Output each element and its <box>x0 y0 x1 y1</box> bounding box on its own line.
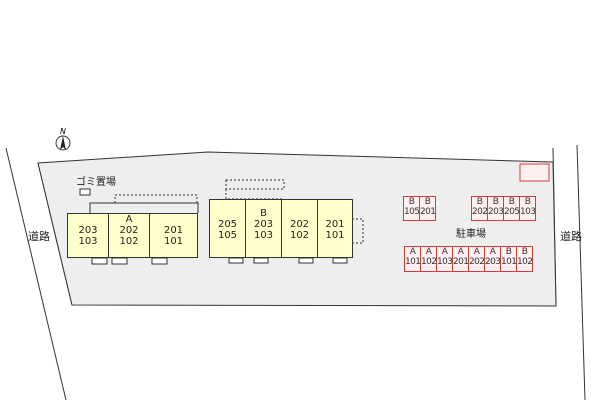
unit-number-top: 203 <box>78 225 98 236</box>
stall-unit: 201 <box>453 257 469 267</box>
building-b-step <box>253 257 269 264</box>
unit-number-top: 203 <box>253 219 274 230</box>
building-b-unit-203-103: B 203 103 <box>245 199 282 258</box>
stall-unit: 101 <box>405 257 421 267</box>
stall-unit: 202 <box>469 257 485 267</box>
parking-stall: A 102 <box>420 246 437 272</box>
unit-number-bottom: 102 <box>119 236 139 247</box>
stall-building: A <box>409 247 416 257</box>
road-label-right: 道路 <box>560 230 582 243</box>
building-a-balcony-dashed <box>114 194 198 204</box>
unit-number-top: 201 <box>325 219 345 230</box>
parking-stall-extra <box>519 163 550 182</box>
stall-building: B <box>505 247 512 257</box>
stall-unit: 105 <box>404 207 420 217</box>
stall-unit: 203 <box>485 257 501 267</box>
north-letter: N <box>60 128 66 136</box>
parking-stall: B 201 <box>419 196 436 221</box>
parking-stall: B 102 <box>516 246 533 272</box>
stall-unit: 103 <box>520 207 536 217</box>
unit-number-top: 201 <box>163 225 184 236</box>
stall-unit: 203 <box>488 207 504 217</box>
stall-unit: 101 <box>501 257 517 267</box>
unit-number-bottom: 105 <box>217 230 238 241</box>
building-b-unit-205-105: 205 105 <box>209 199 246 258</box>
building-b-unit-201-101: 201 101 <box>317 199 353 258</box>
building-a-step <box>91 257 108 265</box>
building-a-step <box>111 257 128 265</box>
stall-unit: 202 <box>472 207 488 217</box>
stall-building: A <box>457 247 464 257</box>
parking-stall: B 105 <box>403 196 420 221</box>
parking-stall: B 205 <box>503 196 520 221</box>
unit-number-top: 205 <box>217 219 238 230</box>
north-arrow-icon: N <box>55 128 71 151</box>
stall-building: B <box>424 197 431 207</box>
building-b-step <box>332 257 348 264</box>
parking-stall: A 202 <box>468 246 485 272</box>
parking-stall: A 201 <box>452 246 469 272</box>
left-road-edge-outer <box>5 147 67 400</box>
stall-unit: 103 <box>437 257 453 267</box>
stall-building: A <box>489 247 496 257</box>
parking-stall: A 101 <box>404 246 421 272</box>
stall-unit: 102 <box>421 257 437 267</box>
parking-stall: B 202 <box>471 196 488 221</box>
building-a-unit-203-103: 203 103 <box>67 213 109 258</box>
building-b-balcony-dashed <box>225 179 285 190</box>
parking-stall: B 103 <box>519 196 536 221</box>
building-a-step <box>151 257 168 265</box>
road-label-left: 道路 <box>28 230 50 243</box>
unit-number-top: 202 <box>289 219 310 230</box>
stall-building: B <box>521 247 528 257</box>
stall-building: B <box>492 197 499 207</box>
unit-number-bottom: 103 <box>78 236 98 247</box>
stall-building: A <box>441 247 448 257</box>
building-a-rear-outline <box>89 202 199 213</box>
garbage-bin-icon <box>79 188 91 196</box>
building-a-unit-201-101: 201 101 <box>149 213 198 258</box>
right-road-edge-outer <box>576 144 586 400</box>
stall-unit: 201 <box>420 207 436 217</box>
stall-building: B <box>508 197 515 207</box>
parking-stall: A 203 <box>484 246 501 272</box>
garbage-area-label: ゴミ置場 <box>76 177 116 188</box>
building-b-step <box>298 257 314 264</box>
parking-stall: A 103 <box>436 246 453 272</box>
building-b-unit-202-102: 202 102 <box>281 199 318 258</box>
stall-building: B <box>524 197 531 207</box>
building-b-name: B <box>260 208 267 219</box>
stall-unit: 102 <box>517 257 533 267</box>
unit-number-bottom: 103 <box>253 230 274 241</box>
building-b-step <box>228 257 244 264</box>
unit-number-top: 202 <box>119 225 139 236</box>
stall-building: A <box>425 247 432 257</box>
parking-label: 駐車場 <box>456 229 486 240</box>
building-a-unit-202-102: A 202 102 <box>108 213 150 258</box>
unit-number-bottom: 101 <box>325 230 345 241</box>
stall-building: B <box>408 197 415 207</box>
building-a-name: A <box>125 214 133 225</box>
stall-building: B <box>476 197 483 207</box>
parking-stall: B 101 <box>500 246 517 272</box>
stall-building: A <box>473 247 480 257</box>
parking-stall: B 203 <box>487 196 504 221</box>
stall-unit: 205 <box>504 207 520 217</box>
unit-number-bottom: 102 <box>289 230 310 241</box>
unit-number-bottom: 101 <box>163 236 184 247</box>
